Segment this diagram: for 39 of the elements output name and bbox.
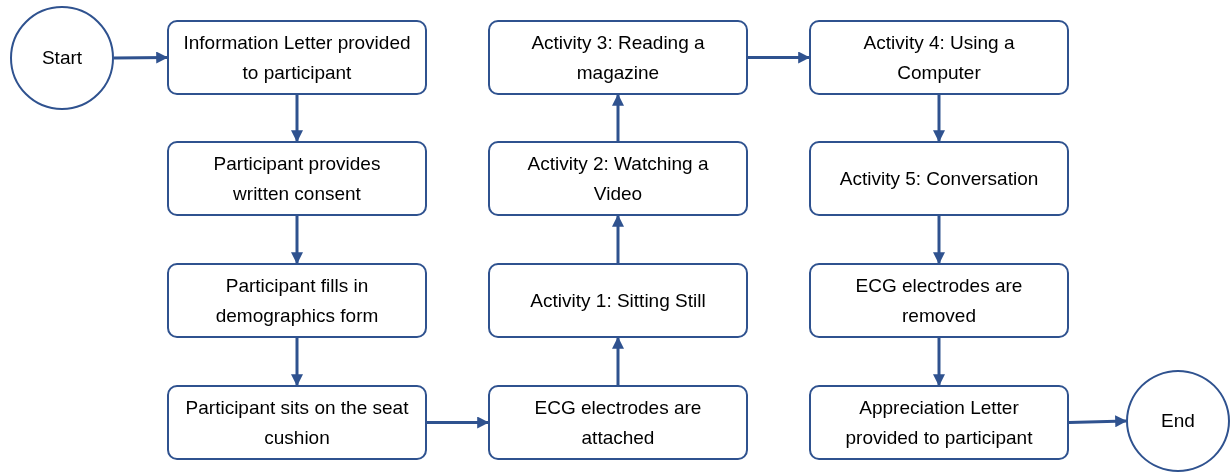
arrow	[114, 51, 169, 64]
node-label: End	[1161, 409, 1195, 433]
arrow	[612, 214, 624, 263]
node-label: Start	[41, 46, 83, 70]
node-label: Activity 5: Conversation	[839, 166, 1039, 191]
arrow	[933, 216, 945, 265]
process-box	[167, 20, 427, 95]
arrow	[612, 336, 624, 385]
arrow	[291, 216, 303, 265]
process-box	[167, 385, 427, 460]
process-box	[167, 263, 427, 338]
node-label: Activity 4: Using a Computer	[862, 30, 1016, 85]
arrow	[427, 416, 490, 429]
process-box	[809, 385, 1069, 460]
node-label: Appreciation Letter provided to participant	[844, 395, 1034, 450]
process-box	[488, 141, 748, 216]
node-label: Activity 2: Watching a Video	[526, 151, 710, 206]
node-label: Participant fills in demographics form	[214, 273, 380, 328]
arrow	[748, 51, 811, 64]
node-label: ECG electrodes are attached	[533, 395, 703, 450]
node-label: Activity 3: Reading a magazine	[530, 30, 706, 85]
arrow	[1068, 415, 1128, 428]
arrow	[291, 95, 303, 143]
node-label: Activity 1: Sitting Still	[530, 288, 706, 313]
process-box	[809, 263, 1069, 338]
process-box	[809, 20, 1069, 95]
node-label: ECG electrodes are removed	[854, 273, 1024, 328]
node-label: Participant provides written consent	[212, 151, 382, 206]
arrow	[933, 338, 945, 387]
arrow	[612, 93, 624, 141]
process-box	[488, 263, 748, 338]
arrow	[933, 95, 945, 143]
process-box	[488, 385, 748, 460]
process-box	[167, 141, 427, 216]
arrow	[291, 338, 303, 387]
process-box	[488, 20, 748, 95]
node-label: Participant sits on the seat cushion	[184, 395, 410, 450]
process-box	[809, 141, 1069, 216]
node-label: Information Letter provided to participant	[183, 30, 411, 85]
